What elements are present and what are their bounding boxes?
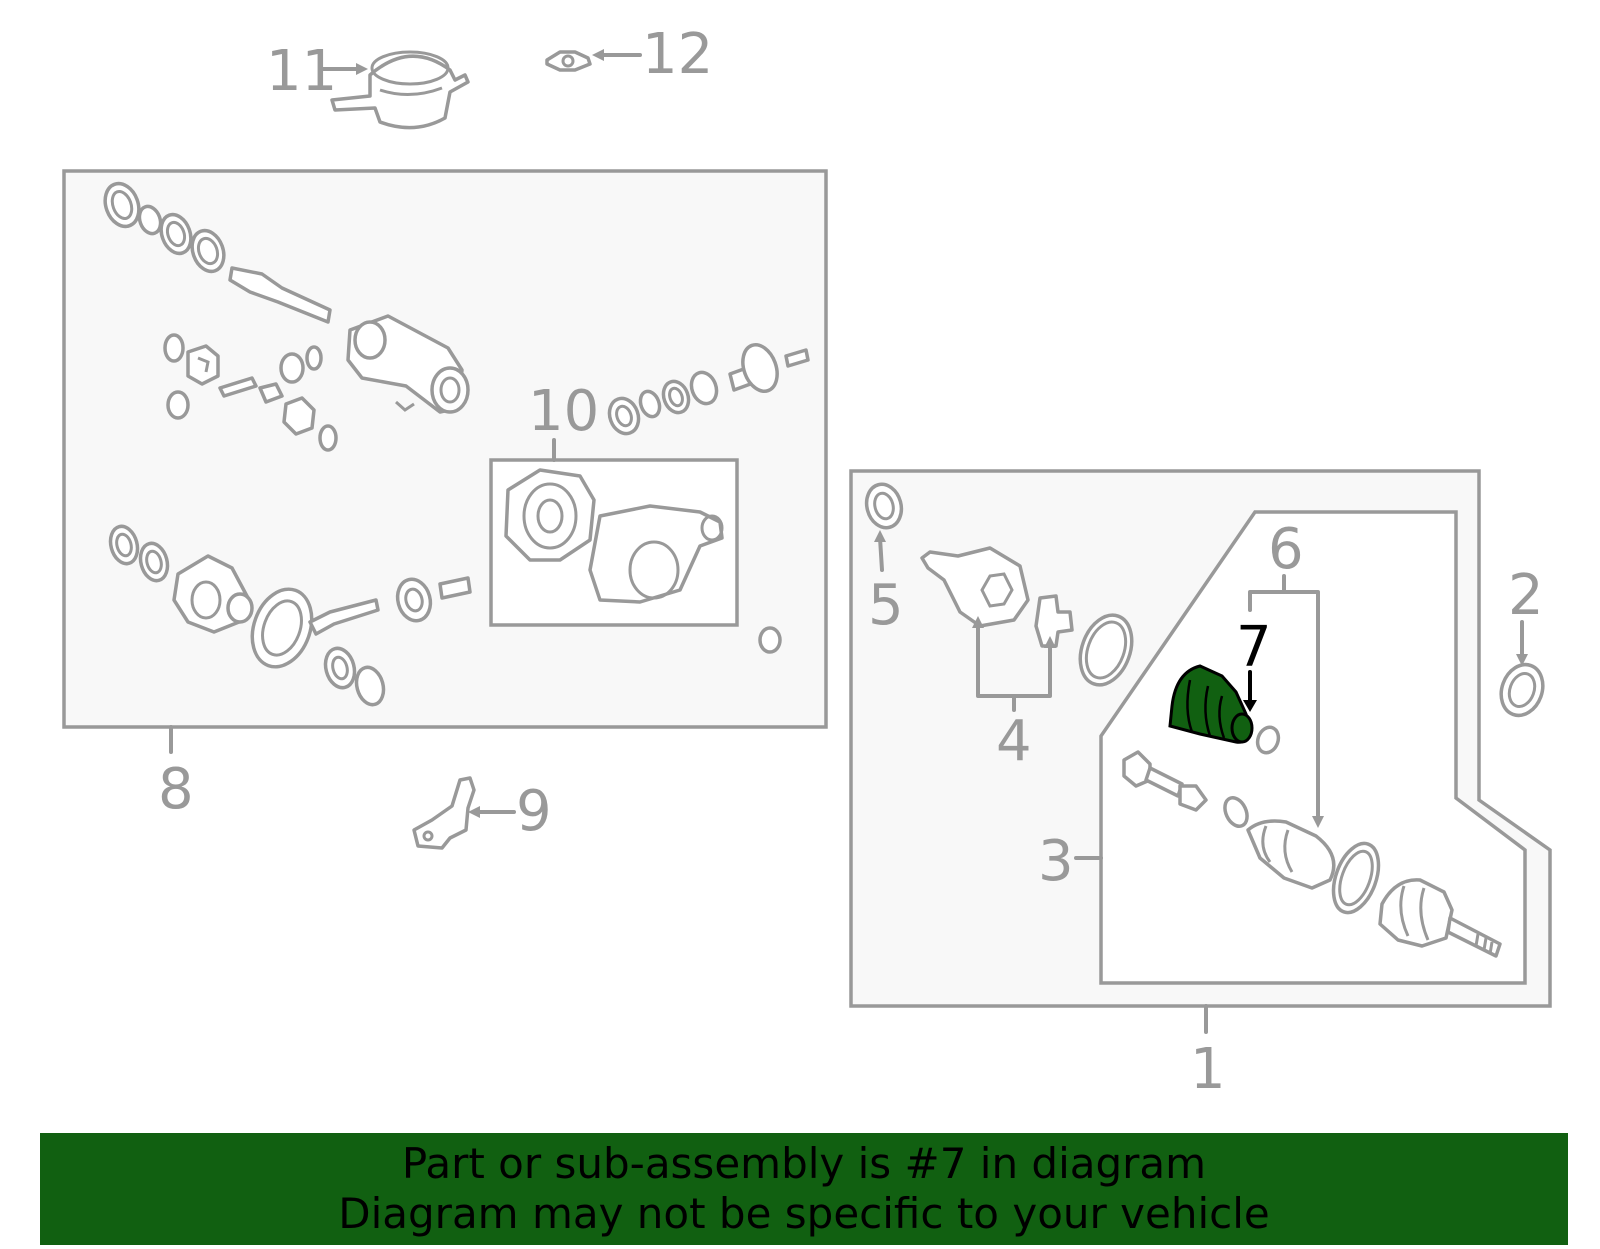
part-3-axle-shaft <box>1122 750 1502 958</box>
callout-12: 12 <box>642 22 713 87</box>
callout-2: 2 <box>1508 563 1544 628</box>
assembly-3-box <box>1099 510 1527 985</box>
callout-7: 7 <box>1236 615 1272 680</box>
part-2-ring <box>1499 662 1545 718</box>
leader-lines <box>169 49 1528 1034</box>
part-8-bearings-right <box>607 343 810 436</box>
part-8-pinion-group <box>103 181 470 414</box>
assembly-8-box <box>62 169 828 729</box>
part-7-inner-boot-highlighted <box>1168 664 1254 744</box>
callout-1: 1 <box>1190 1037 1226 1102</box>
part-8-spider-gears <box>163 333 338 452</box>
part-9-bracket <box>412 776 476 850</box>
part-10-housing <box>504 468 724 604</box>
callout-5: 5 <box>868 573 904 638</box>
callout-6: 6 <box>1268 517 1304 582</box>
part-8-lower-group <box>108 524 782 707</box>
callout-4: 4 <box>996 709 1032 774</box>
part-11-mount <box>330 50 470 130</box>
callout-10: 10 <box>528 379 599 444</box>
callout-3: 3 <box>1038 829 1074 894</box>
part-4-outer-race <box>920 546 1030 628</box>
callout-8: 8 <box>158 757 194 822</box>
info-banner: Part or sub-assembly is #7 in diagram Di… <box>40 1133 1568 1245</box>
callout-11: 11 <box>266 39 337 104</box>
banner-line-part-number: Part or sub-assembly is #7 in diagram <box>401 1139 1207 1188</box>
part-3-clamp-large <box>1078 613 1134 687</box>
part-12-clip <box>545 50 592 72</box>
banner-line-disclaimer: Diagram may not be specific to your vehi… <box>338 1189 1270 1238</box>
part-5-ring <box>864 482 904 530</box>
part-3-small-clamp <box>1255 725 1281 755</box>
callout-9: 9 <box>516 779 552 844</box>
part-4-tripod <box>1034 594 1074 648</box>
